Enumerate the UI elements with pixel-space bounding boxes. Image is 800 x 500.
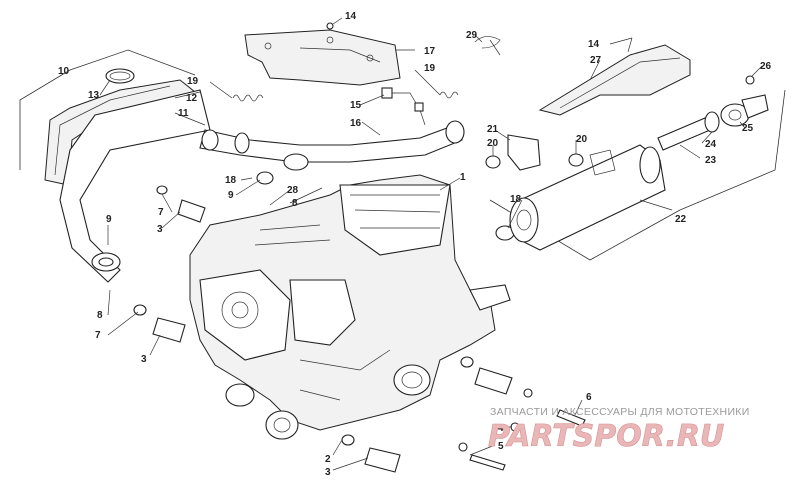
springs <box>232 91 459 102</box>
callout-25: 25 <box>742 123 754 134</box>
callout-14: 14 <box>345 11 357 22</box>
muffler-bracket <box>485 134 616 176</box>
callout-13: 13 <box>88 90 100 101</box>
callout-28: 28 <box>287 185 299 196</box>
callout-14: 14 <box>588 39 600 50</box>
callout-labels: 1 2 3 3 3 4 5 6 7 7 8 8 9 9 10 11 12 13 … <box>58 11 772 478</box>
callout-20: 20 <box>487 138 499 149</box>
callout-5: 5 <box>498 441 504 452</box>
callout-9: 9 <box>106 214 112 225</box>
callout-19: 19 <box>424 63 436 74</box>
mid-pipe <box>199 120 465 171</box>
callout-11: 11 <box>178 108 189 119</box>
callout-18: 18 <box>225 175 237 186</box>
small-fasteners <box>326 22 755 85</box>
callout-26: 26 <box>760 61 772 72</box>
callout-4: 4 <box>498 423 504 434</box>
callout-17: 17 <box>424 46 436 57</box>
watermark: ЗАПЧАСТИ И АКСЕССУАРЫ ДЛЯ МОТОТЕХНИКИ PA… <box>488 406 750 454</box>
bolts <box>458 388 586 471</box>
callout-2: 2 <box>325 454 331 465</box>
callout-27: 27 <box>590 55 602 66</box>
watermark-caption: ЗАПЧАСТИ И АКСЕССУАРЫ ДЛЯ МОТОТЕХНИКИ <box>490 406 750 418</box>
heat-shield-upper <box>244 29 401 86</box>
callout-18: 18 <box>510 194 522 205</box>
callout-22: 22 <box>675 214 687 225</box>
callout-1: 1 <box>460 172 466 183</box>
callout-20: 20 <box>576 134 588 145</box>
callout-23: 23 <box>705 155 717 166</box>
muffler <box>509 144 666 251</box>
callout-19: 19 <box>187 76 199 87</box>
muffler-heat-shield <box>538 44 691 116</box>
pipe-clamp <box>105 68 135 84</box>
callout-24: 24 <box>705 139 717 150</box>
callout-9: 9 <box>228 190 234 201</box>
callout-3: 3 <box>141 354 147 365</box>
callout-3: 3 <box>157 224 163 235</box>
callout-15: 15 <box>350 100 362 111</box>
leader-lines <box>99 17 763 471</box>
engine <box>189 174 511 440</box>
callout-16: 16 <box>350 118 362 129</box>
watermark-logo: PARTSPOR.RU <box>488 419 724 454</box>
callout-21: 21 <box>487 124 499 135</box>
callout-3: 3 <box>325 467 331 478</box>
mount-bushings <box>133 185 513 473</box>
callout-6: 6 <box>586 392 592 403</box>
callout-8: 8 <box>292 198 298 209</box>
wire-clip <box>474 36 501 56</box>
callout-7: 7 <box>158 207 164 218</box>
o2-sensor <box>381 87 426 126</box>
callout-12: 12 <box>186 93 198 104</box>
callout-29: 29 <box>466 30 478 41</box>
header-pipe <box>44 79 211 283</box>
spark-arrestor <box>657 94 769 151</box>
callout-7: 7 <box>95 330 101 341</box>
callout-8: 8 <box>97 310 103 321</box>
callout-10: 10 <box>58 66 70 77</box>
